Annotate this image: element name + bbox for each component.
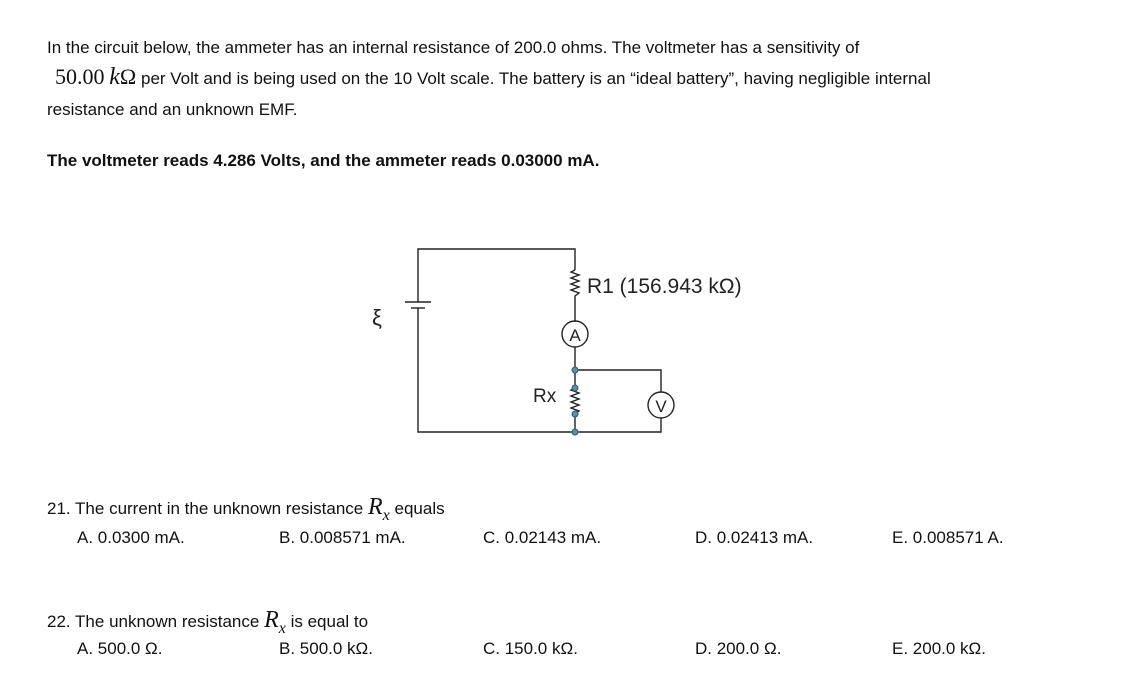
junction-rx-top <box>571 384 579 392</box>
bottom-wire <box>417 318 575 433</box>
r1-label: R1 (156.943 kΩ) <box>587 275 742 298</box>
rx-resistor <box>569 370 581 432</box>
question-21-sub: x <box>382 507 390 524</box>
q21-option-b[interactable]: B. 0.008571 mA. <box>279 528 406 547</box>
question-22: 22. The unknown resistance Rx is equal t… <box>47 607 369 637</box>
q22-option-c[interactable]: C. 150.0 kΩ. <box>483 639 578 658</box>
q22-option-b[interactable]: B. 500.0 kΩ. <box>279 639 373 658</box>
question-21-var: R <box>368 494 383 520</box>
sensitivity-omega: Ω <box>119 64 137 89</box>
q22-option-a[interactable]: A. 500.0 Ω. <box>77 639 163 658</box>
junction-top <box>571 366 579 374</box>
r1-resistor <box>569 269 581 322</box>
q21-option-e[interactable]: E. 0.008571 A. <box>892 528 1004 547</box>
q21-option-c[interactable]: C. 0.02143 mA. <box>483 528 602 547</box>
top-wire <box>417 248 576 302</box>
junction-bottom <box>571 428 579 436</box>
q22-option-e[interactable]: E. 200.0 kΩ. <box>892 639 986 658</box>
intro-line-3: resistance and an unknown EMF. <box>47 100 298 119</box>
q22-option-d[interactable]: D. 200.0 Ω. <box>695 639 782 658</box>
junction-rx-bottom <box>571 410 579 418</box>
question-21-suffix: equals <box>394 499 445 518</box>
ammeter-label: A <box>569 326 581 345</box>
question-21: 21. The current in the unknown resistanc… <box>47 494 445 524</box>
emf-label: ξ <box>372 305 382 330</box>
q21-option-d[interactable]: D. 0.02413 mA. <box>695 528 814 547</box>
sensitivity-value: 50.00 <box>55 64 105 89</box>
intro-line-2-rest: per Volt and is being used on the 10 Vol… <box>140 69 931 88</box>
question-21-prefix: 21. The current in the unknown resistanc… <box>47 499 364 518</box>
voltmeter-label: V <box>655 397 667 416</box>
sensitivity-k: k <box>109 64 120 90</box>
intro-line-1: In the circuit below, the ammeter has an… <box>47 38 860 57</box>
question-22-prefix: 22. The unknown resistance <box>47 612 260 631</box>
q21-option-a[interactable]: A. 0.0300 mA. <box>77 528 185 547</box>
intro-line-2: 50.00 kΩ per Volt and is being used on t… <box>55 64 931 91</box>
readings-statement: The voltmeter reads 4.286 Volts, and the… <box>47 151 600 170</box>
voltmeter-bottom-wire <box>575 418 662 433</box>
rx-label: Rx <box>533 386 557 407</box>
voltmeter-top-wire <box>575 369 662 392</box>
voltmeter-circle <box>647 391 675 419</box>
question-22-var: R <box>264 607 279 633</box>
question-22-suffix: is equal to <box>290 612 369 631</box>
question-22-sub: x <box>278 620 286 637</box>
